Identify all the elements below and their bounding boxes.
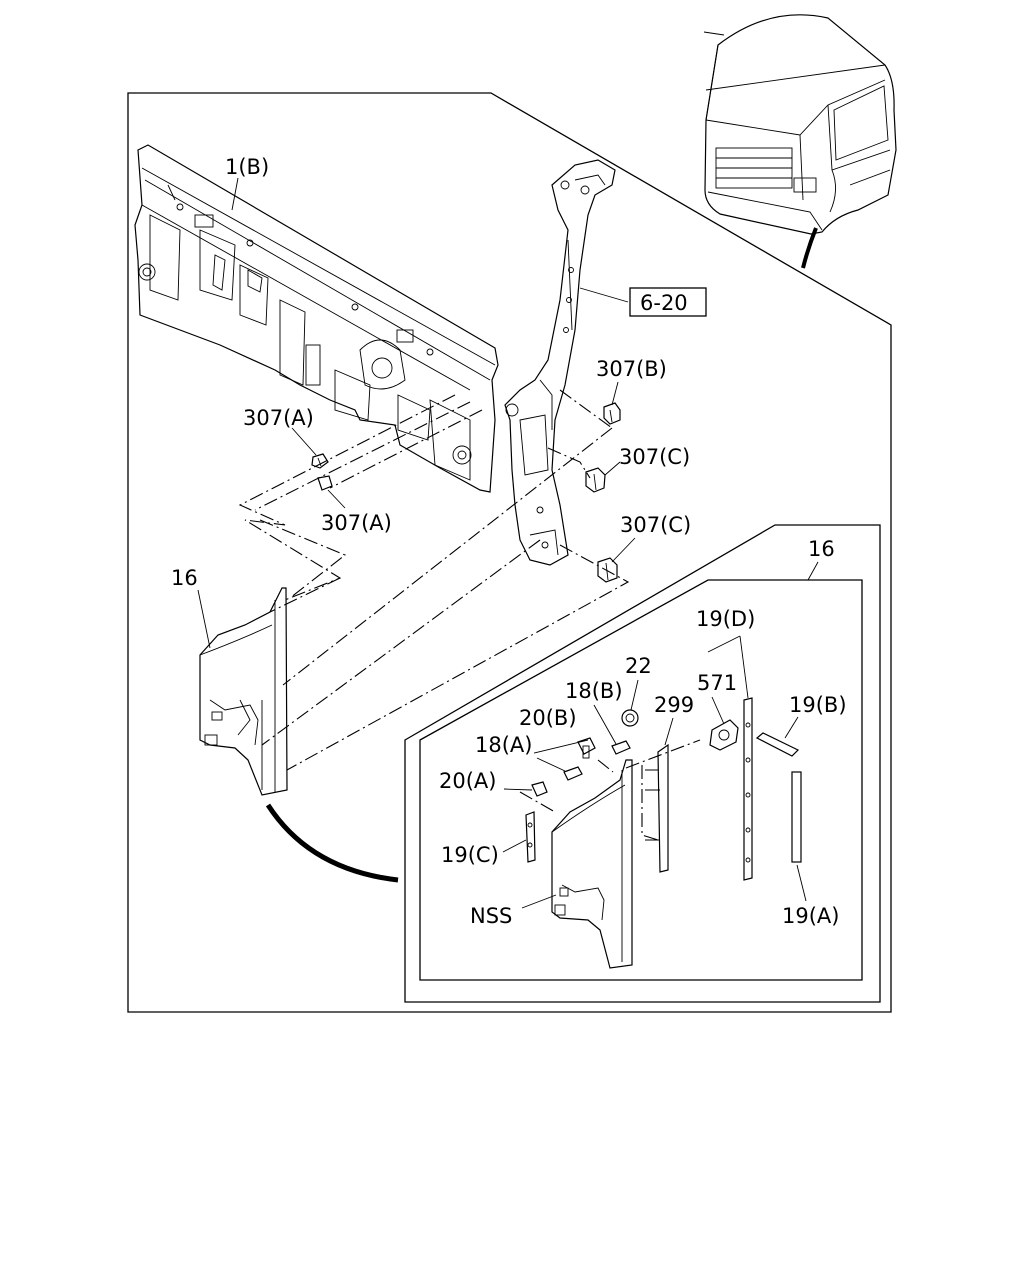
label-307a-top: 307(A) — [243, 406, 314, 430]
label-299: 299 — [654, 693, 694, 717]
side-panel-left-part — [199, 587, 288, 796]
clip-307a-bottom — [317, 475, 333, 491]
label-19d: 19(D) — [696, 607, 755, 631]
label-18b: 18(B) — [565, 679, 623, 703]
inset-inner-frame — [419, 579, 863, 981]
label-nss: NSS — [470, 904, 512, 928]
label-307a-bottom: 307(A) — [321, 511, 392, 535]
labels: 1(B) 6-20 307(B) 307(A) 307(C) 307(A) 30… — [171, 155, 847, 928]
label-20b: 20(B) — [519, 706, 577, 730]
clip-307c-bottom — [597, 557, 618, 583]
label-16-left: 16 — [171, 566, 198, 590]
label-571: 571 — [697, 671, 737, 695]
inset-parts — [502, 635, 807, 969]
label-1b: 1(B) — [225, 155, 269, 179]
dash-panel-part — [134, 144, 499, 493]
label-19b: 19(B) — [789, 693, 847, 717]
cab-pointer-arrow — [801, 227, 818, 269]
clip-307a-top — [311, 453, 329, 469]
clip-307b — [603, 402, 621, 425]
ref-box-6-20[interactable]: 6-20 — [640, 291, 688, 315]
callout-arrow — [265, 803, 399, 883]
truck-cab-illustration — [703, 14, 897, 269]
label-20a: 20(A) — [439, 769, 496, 793]
label-22: 22 — [625, 654, 652, 678]
assembly-lines — [238, 389, 630, 771]
clip-307c-top — [585, 467, 606, 493]
ref-box-frame — [629, 287, 707, 317]
label-307c-top: 307(C) — [619, 445, 690, 469]
label-19a: 19(A) — [782, 904, 839, 928]
a-pillar-part — [504, 159, 616, 566]
label-307c-bottom: 307(C) — [620, 513, 691, 537]
label-18a: 18(A) — [475, 733, 532, 757]
inset-outer-frame — [404, 524, 881, 1003]
label-16-inset: 16 — [808, 537, 835, 561]
label-307b: 307(B) — [596, 357, 667, 381]
label-19c: 19(C) — [441, 843, 499, 867]
main-frame — [127, 92, 892, 1013]
leader-lines — [197, 177, 819, 649]
